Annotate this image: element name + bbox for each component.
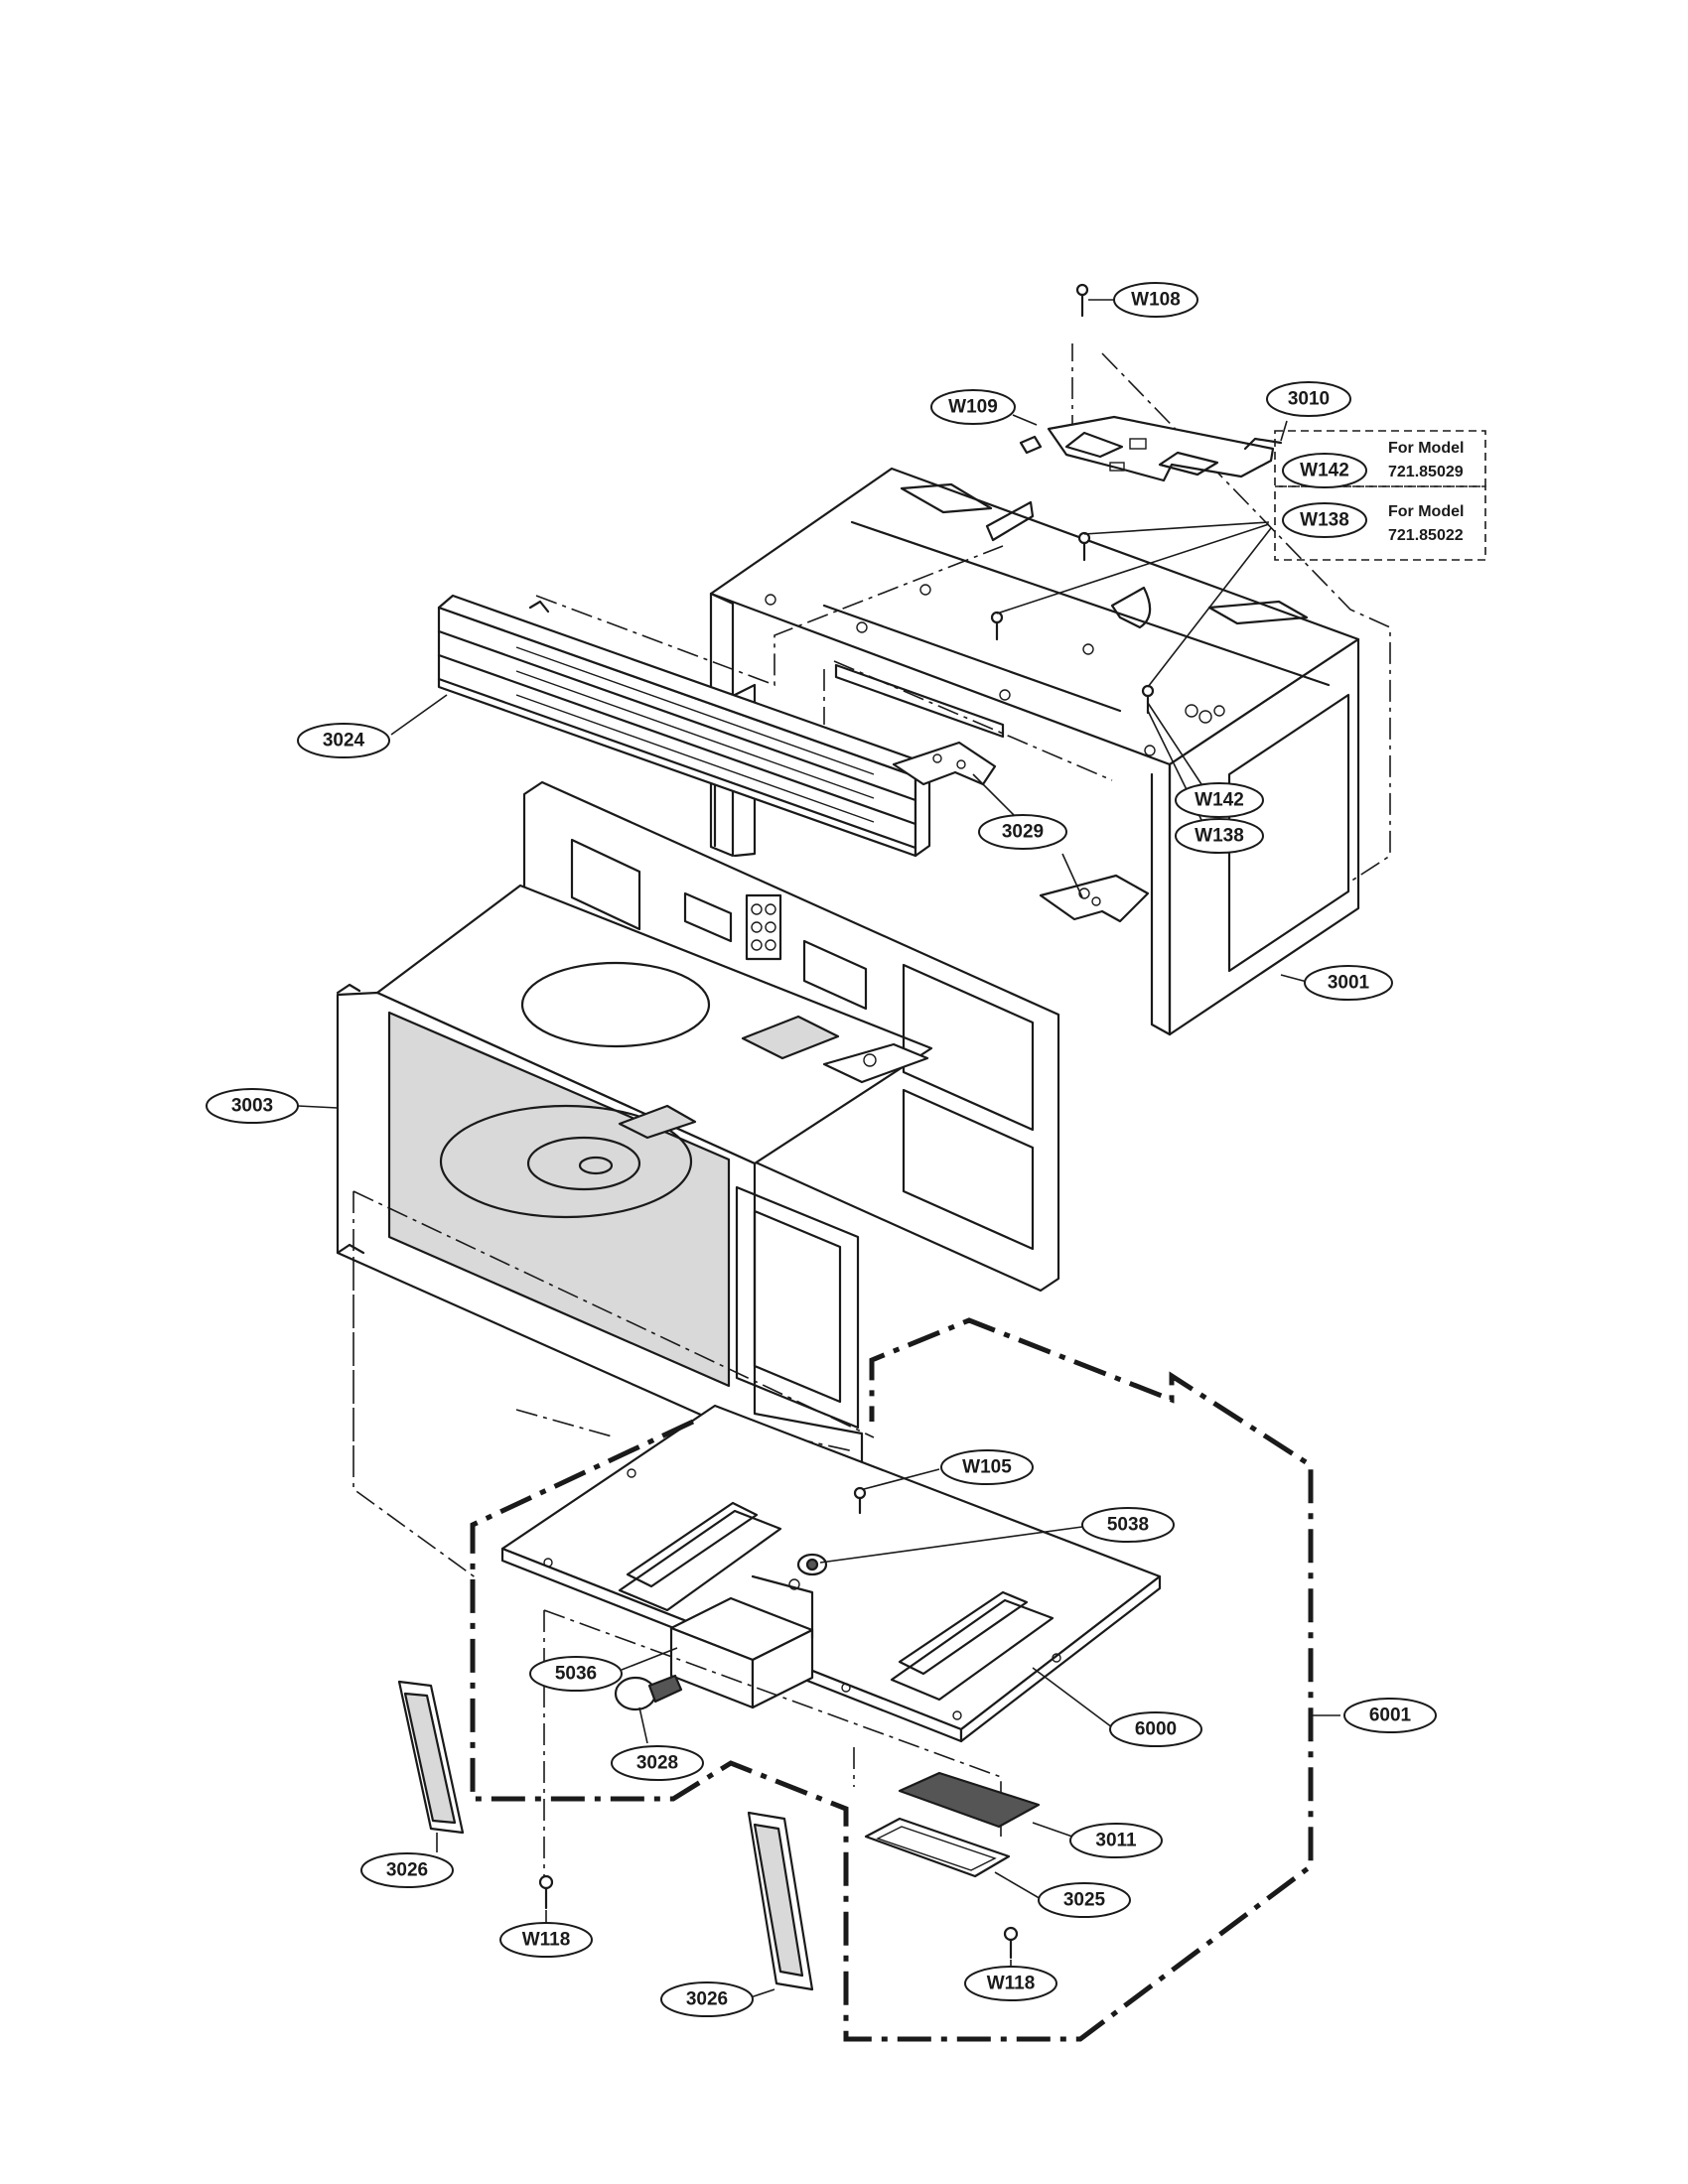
svg-text:3001: 3001 (1328, 973, 1370, 994)
callout-3025: 3025 (1038, 1882, 1131, 1918)
svg-text:721.85022: 721.85022 (1388, 527, 1464, 544)
callout-3026-bottom: 3026 (660, 1981, 754, 2017)
callout-w118-left: W118 (499, 1922, 593, 1958)
svg-text:W118: W118 (522, 1930, 571, 1951)
lamp-bulb-3028 (614, 1674, 683, 1711)
callout-w142-mid: W142 (1175, 782, 1264, 818)
screw-w118-right (1003, 1926, 1019, 1960)
screw-w105 (853, 1486, 867, 1515)
model-note-721-85022: For Model 721.85022 (1274, 485, 1486, 561)
callout-w108: W108 (1113, 282, 1198, 318)
light-cover-3011 (898, 1771, 1041, 1829)
svg-text:W108: W108 (1131, 290, 1181, 311)
model-note-721-85029: For Model 721.85029 (1274, 430, 1486, 487)
grease-filter-3026-left (397, 1680, 465, 1835)
svg-text:6001: 6001 (1369, 1706, 1412, 1726)
callout-3003: 3003 (206, 1088, 299, 1124)
screw-w138-b (990, 611, 1004, 641)
oven-cavity-3003 (336, 780, 1060, 1469)
callout-w118-right: W118 (964, 1966, 1057, 2001)
callout-3026-left: 3026 (360, 1852, 454, 1888)
svg-text:6000: 6000 (1135, 1719, 1177, 1740)
callout-3029: 3029 (978, 814, 1067, 850)
svg-text:721.85029: 721.85029 (1388, 464, 1464, 480)
svg-text:3026: 3026 (686, 1989, 728, 2010)
callout-6001: 6001 (1343, 1698, 1437, 1733)
screw-w138-a (1077, 531, 1091, 562)
svg-text:3024: 3024 (323, 731, 365, 751)
svg-text:3029: 3029 (1002, 822, 1044, 843)
base-assembly-outline-6001 (470, 1317, 1314, 2042)
callout-w142-top: W142 (1282, 453, 1367, 488)
svg-text:W142: W142 (1195, 790, 1244, 811)
mount-bracket-3029-lower (1039, 874, 1150, 923)
cavity-base-outline (352, 1190, 875, 1579)
callout-5036: 5036 (529, 1656, 623, 1692)
callout-w105: W105 (940, 1449, 1034, 1485)
svg-text:5038: 5038 (1107, 1515, 1149, 1536)
svg-text:W138: W138 (1300, 510, 1349, 531)
callout-3024: 3024 (297, 723, 390, 758)
callout-w138-top: W138 (1282, 502, 1367, 538)
svg-text:3011: 3011 (1095, 1831, 1137, 1851)
leader-lines (297, 299, 1340, 1998)
svg-text:3026: 3026 (386, 1860, 428, 1881)
grease-filter-3026-bottom (747, 1811, 814, 1991)
screw-w142-a (1141, 684, 1155, 715)
svg-text:For Model: For Model (1388, 503, 1464, 520)
svg-text:For Model: For Model (1388, 440, 1464, 457)
svg-text:3010: 3010 (1288, 389, 1330, 410)
callout-3010: 3010 (1266, 381, 1351, 417)
top-bracket-3010 (1047, 415, 1283, 482)
svg-text:3028: 3028 (636, 1753, 678, 1774)
callout-3001: 3001 (1304, 965, 1393, 1001)
callout-5038: 5038 (1081, 1507, 1175, 1543)
outer-cabinet-3001 (709, 467, 1360, 1036)
svg-text:W105: W105 (962, 1457, 1012, 1478)
svg-text:3025: 3025 (1063, 1890, 1106, 1911)
callout-6000: 6000 (1109, 1711, 1202, 1747)
callout-w138-mid: W138 (1175, 818, 1264, 854)
svg-text:W142: W142 (1300, 461, 1349, 481)
light-lens-3025 (864, 1817, 1011, 1878)
callout-3011: 3011 (1069, 1823, 1163, 1858)
base-plate-6000 (500, 1404, 1162, 1743)
svg-text:W109: W109 (948, 397, 998, 418)
screw-w118-left (538, 1874, 554, 1910)
screw-w108 (1075, 283, 1089, 318)
svg-text:3003: 3003 (231, 1096, 273, 1117)
callout-w109: W109 (930, 389, 1016, 425)
svg-text:5036: 5036 (555, 1664, 597, 1685)
base-detail-outline (543, 1609, 1002, 1886)
svg-text:W138: W138 (1195, 826, 1244, 847)
screw-w109 (1019, 435, 1043, 455)
callout-3028: 3028 (611, 1745, 704, 1781)
cabinet-assembly-outline (535, 343, 1391, 883)
svg-text:W118: W118 (987, 1974, 1036, 1994)
